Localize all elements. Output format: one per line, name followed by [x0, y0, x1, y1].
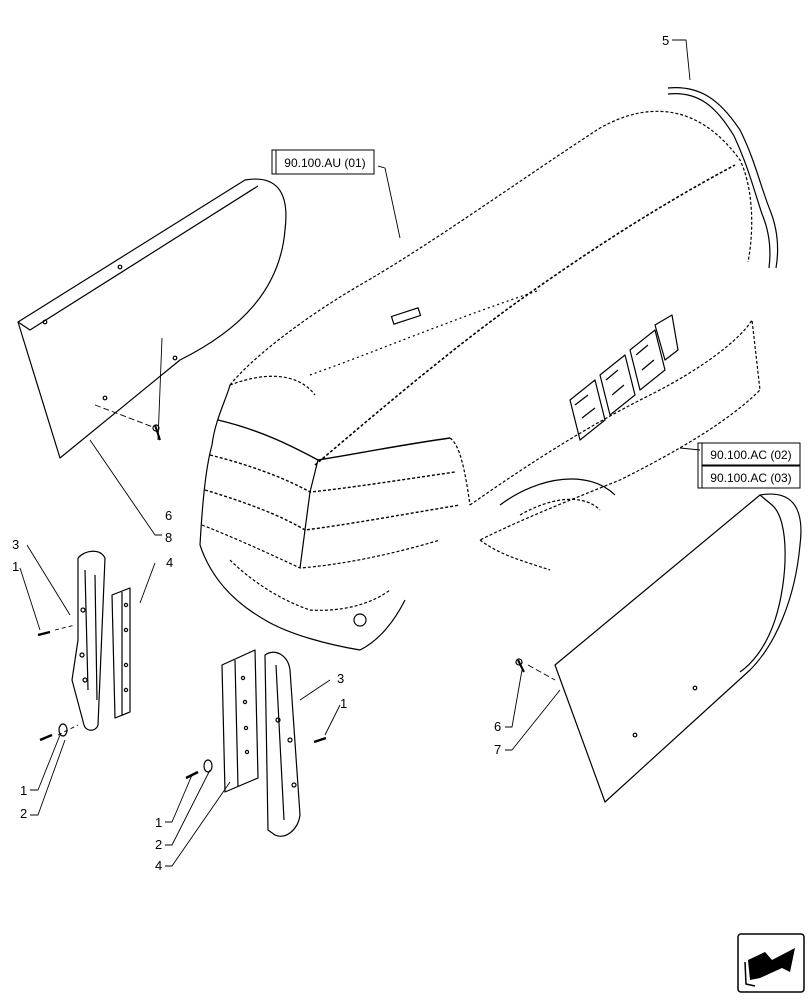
callout-1-center-right: 1: [340, 696, 347, 711]
side-panel-right: [527, 493, 802, 803]
callout-7: 7: [494, 742, 501, 757]
hood-vents: [569, 314, 679, 441]
side-panel-left: [17, 178, 287, 459]
reference-label-au01: 90.100.AU (01): [284, 156, 365, 170]
trim-strip: [667, 87, 779, 269]
callout-5: 5: [662, 33, 669, 48]
callout-3-left: 3: [12, 537, 19, 552]
callout-1-left-top: 1: [12, 559, 19, 574]
callout-3-center: 3: [337, 671, 344, 686]
leader-lines: [19, 39, 701, 867]
callout-2-left: 2: [20, 806, 27, 821]
callout-4-left: 4: [166, 555, 173, 570]
reference-box-au01[interactable]: 90.100.AU (01): [271, 149, 375, 175]
callout-8: 8: [165, 530, 172, 545]
arrow-next-icon[interactable]: [737, 933, 805, 993]
callout-numbers: 5 6 8 3 1 4 1 2 3 1 1 2 4 6 7: [12, 33, 669, 873]
callout-1-left-bottom: 1: [20, 783, 27, 798]
bracket-trim-center: [185, 649, 327, 837]
callout-6-left: 6: [165, 508, 172, 523]
callout-6-right: 6: [494, 719, 501, 734]
reference-box-ac03[interactable]: 90.100.AC (03): [701, 465, 801, 489]
reference-box-ac02[interactable]: 90.100.AC (02): [701, 442, 801, 466]
hood-emblem: [390, 307, 422, 325]
callout-2-center: 2: [155, 837, 162, 852]
hood-assembly: [199, 110, 761, 651]
callout-4-center: 4: [155, 858, 162, 873]
fasteners: [152, 424, 525, 673]
bracket-trim-left: [37, 550, 131, 742]
reference-label-ac03: 90.100.AC (03): [710, 471, 791, 485]
callout-1-center-left: 1: [155, 815, 162, 830]
reference-label-ac02: 90.100.AC (02): [710, 448, 791, 462]
